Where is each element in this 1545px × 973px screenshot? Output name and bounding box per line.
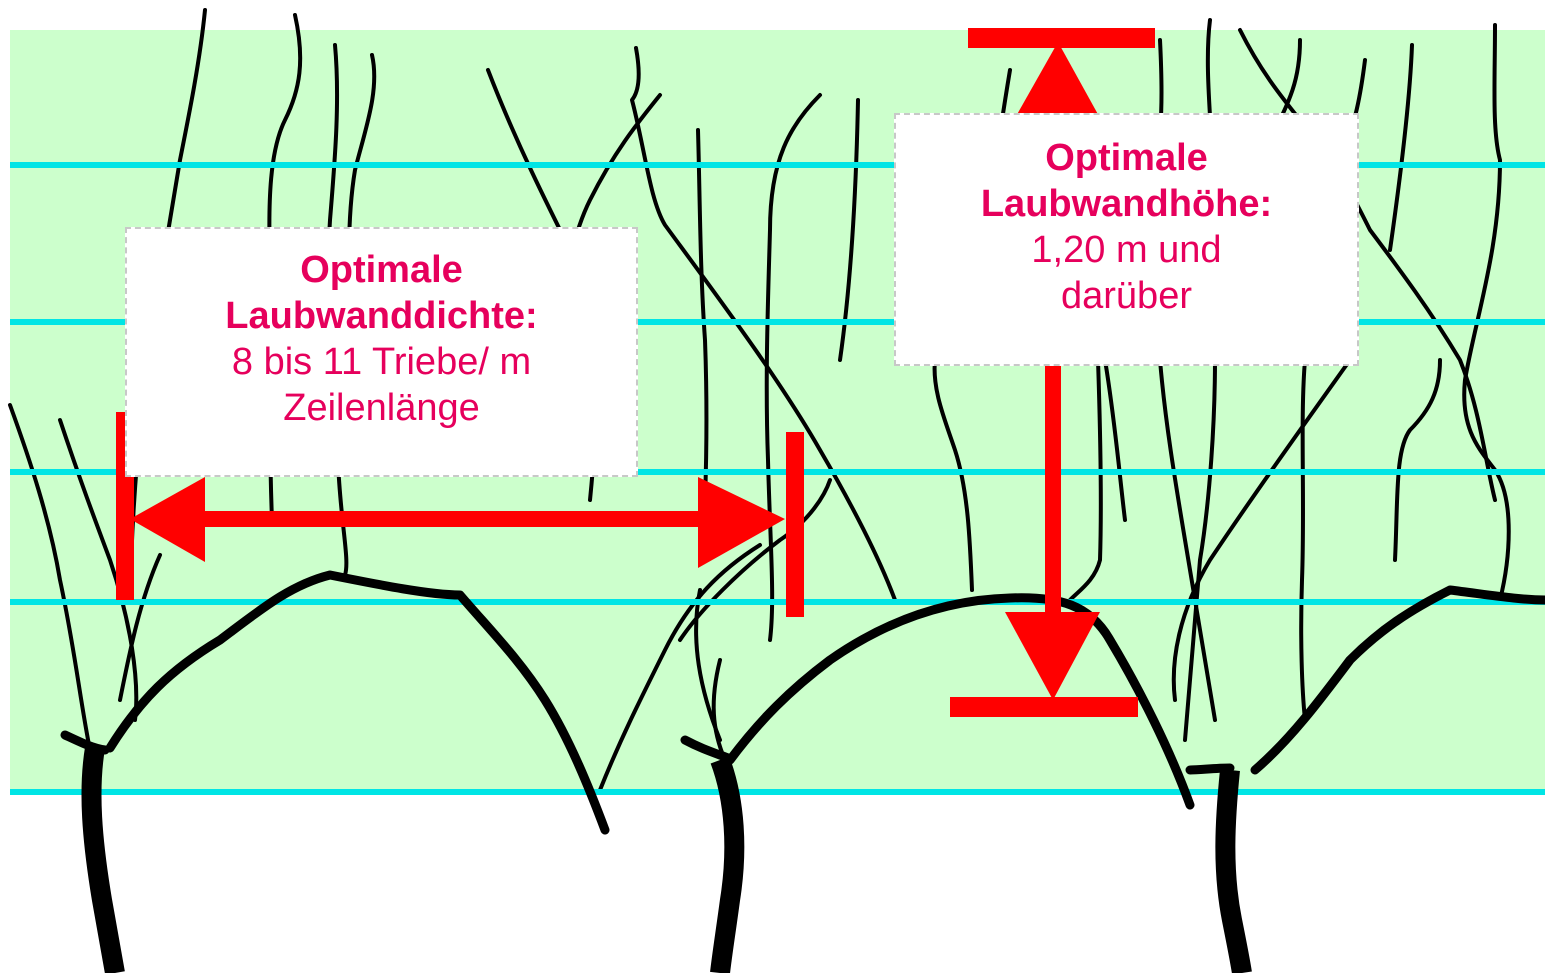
height-title-line2: Laubwandhöhe: (896, 181, 1357, 227)
density-value-line1: 8 bis 11 Triebe/ m (127, 339, 636, 385)
trunk-2 (720, 760, 734, 973)
height-value-line1: 1,20 m und (896, 227, 1357, 273)
height-bar-bottom (950, 697, 1138, 717)
density-bar-right (786, 432, 804, 617)
density-value-line2: Zeilenlänge (127, 385, 636, 431)
height-bar-top (968, 28, 1155, 48)
density-title-line1: Optimale (127, 247, 636, 293)
height-title-line1: Optimale (896, 135, 1357, 181)
height-label-box: Optimale Laubwandhöhe: 1,20 m und darübe… (894, 113, 1359, 366)
density-label-box: Optimale Laubwanddichte: 8 bis 11 Triebe… (125, 227, 638, 477)
density-title-line2: Laubwanddichte: (127, 293, 636, 339)
height-value-line2: darüber (896, 273, 1357, 319)
trunk-3 (1225, 770, 1242, 973)
